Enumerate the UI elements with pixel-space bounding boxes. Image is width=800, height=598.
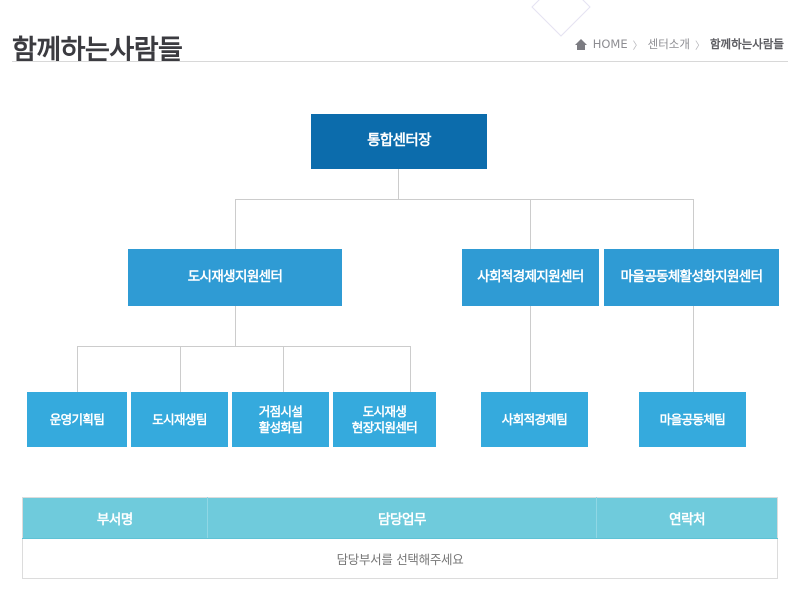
connector-l3-drop-4 <box>410 346 411 392</box>
org-node-village-community-support-center[interactable]: 마을공동체활성화지원센터 <box>604 249 779 306</box>
connector-l3-drop-village <box>693 306 694 392</box>
org-node-integrated-center-director[interactable]: 통합센터장 <box>311 114 487 169</box>
org-node-urban-regeneration-support-center[interactable]: 도시재생지원센터 <box>128 249 342 306</box>
department-table: 부서명 담당업무 연락처 담당부서를 선택해주세요 <box>22 497 778 579</box>
breadcrumb-separator: 〉 <box>694 40 705 52</box>
org-node-urban-regeneration-team[interactable]: 도시재생팀 <box>131 392 228 447</box>
table-header-department-name: 부서명 <box>22 497 208 539</box>
breadcrumb: HOME 〉 센터소개 〉 함께하는사람들 <box>574 36 784 52</box>
org-node-urban-regeneration-field-support-center[interactable]: 도시재생 현장지원센터 <box>333 392 436 447</box>
connector-l3-stem-urban <box>235 306 236 346</box>
org-node-operation-planning-team[interactable]: 운영기획팀 <box>27 392 127 447</box>
breadcrumb-item-current: 함께하는사람들 <box>709 37 784 51</box>
title-divider <box>12 61 788 62</box>
decorative-diamond-icon <box>531 0 591 37</box>
org-node-social-economy-support-center[interactable]: 사회적경제지원센터 <box>462 249 599 306</box>
table-header-duties: 담당업무 <box>207 497 598 539</box>
connector-l3-bus-urban <box>77 346 410 347</box>
connector-l1-down <box>398 169 399 199</box>
breadcrumb-item-home[interactable]: HOME <box>592 37 628 51</box>
connector-l3-drop-social <box>530 306 531 392</box>
breadcrumb-item-center-intro[interactable]: 센터소개 <box>647 37 690 51</box>
page-title: 함께하는사람들 <box>12 35 183 67</box>
connector-l3-drop-3 <box>283 346 284 392</box>
connector-l2-drop-2 <box>530 199 531 249</box>
table-header-contact: 연락처 <box>596 497 778 539</box>
connector-l3-drop-2 <box>180 346 181 392</box>
org-node-social-economy-team[interactable]: 사회적경제팀 <box>481 392 588 447</box>
table-row: 담당부서를 선택해주세요 <box>22 538 778 579</box>
connector-l3-drop-1 <box>77 346 78 392</box>
table-empty-message: 담당부서를 선택해주세요 <box>22 538 778 579</box>
connector-l2-drop-1 <box>235 199 236 249</box>
org-node-village-community-team[interactable]: 마을공동체팀 <box>639 392 746 447</box>
breadcrumb-separator: 〉 <box>632 40 643 52</box>
connector-l2-drop-3 <box>693 199 694 249</box>
home-icon <box>574 38 587 50</box>
org-node-hub-facility-activation-team[interactable]: 거점시설 활성화팀 <box>232 392 329 447</box>
connector-l2-bus <box>235 199 694 200</box>
table-header-row: 부서명 담당업무 연락처 <box>22 497 778 539</box>
organization-chart: 통합센터장 도시재생지원센터 사회적경제지원센터 마을공동체활성화지원센터 운영… <box>0 72 800 472</box>
